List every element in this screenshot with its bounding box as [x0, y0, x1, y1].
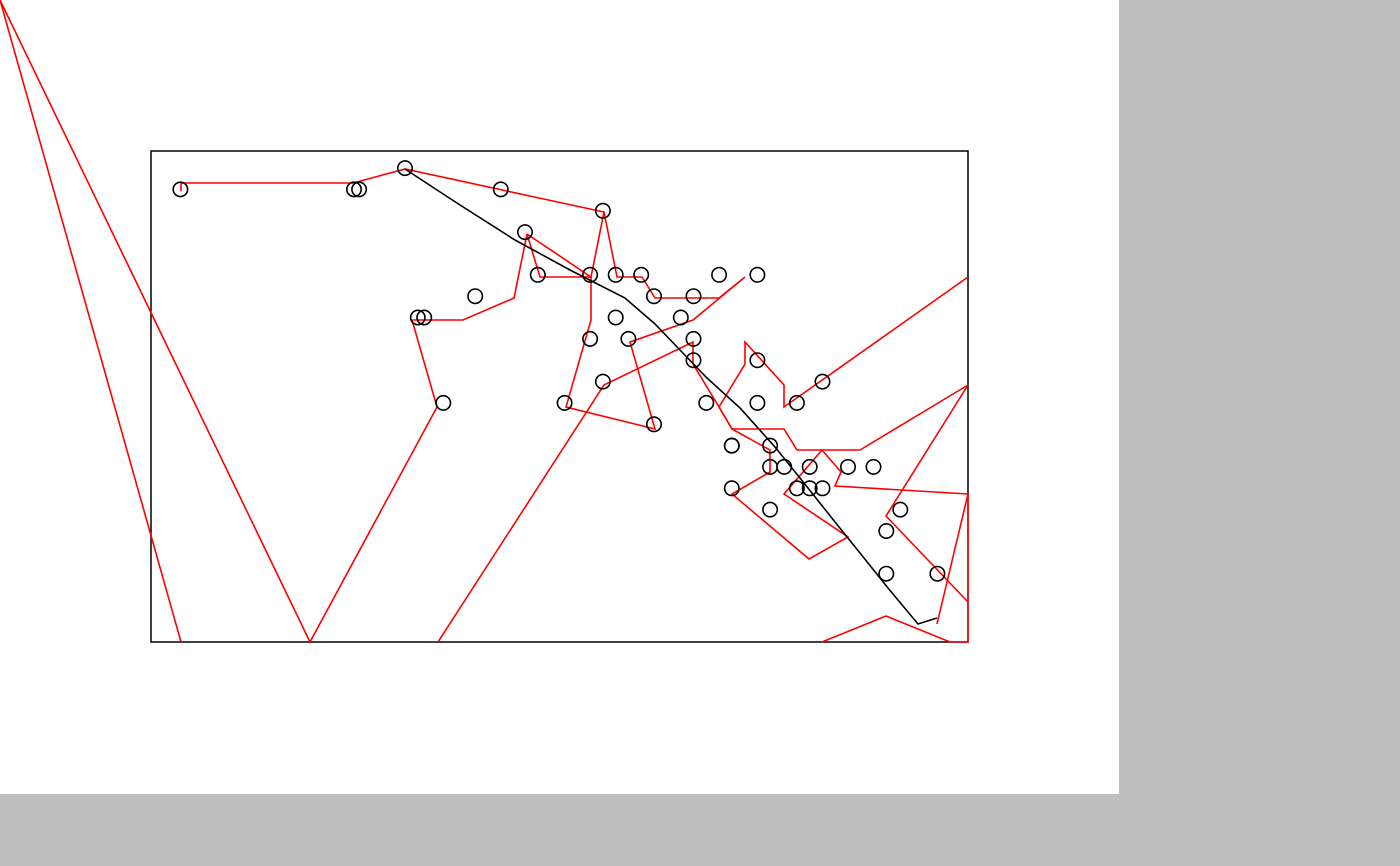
data-point	[594, 202, 611, 219]
data-point	[172, 181, 189, 198]
data-point	[865, 458, 882, 475]
path-segment-d	[821, 493, 969, 643]
data-point	[723, 437, 740, 454]
data-point	[607, 266, 624, 283]
data-point	[607, 309, 624, 326]
data-point	[685, 352, 702, 369]
plot-region-frame	[150, 150, 969, 643]
data-point	[645, 416, 662, 433]
data-point	[633, 266, 650, 283]
data-point	[788, 394, 805, 411]
data-point	[516, 224, 533, 241]
data-point	[698, 394, 715, 411]
data-point	[762, 501, 779, 518]
plot-svg	[0, 0, 969, 644]
data-point	[788, 480, 805, 497]
data-point	[594, 373, 611, 390]
data-point	[762, 458, 779, 475]
data-point	[723, 480, 740, 497]
fitted-curve-line	[404, 168, 938, 625]
data-point	[892, 501, 909, 518]
data-point	[345, 181, 362, 198]
path-segment-f	[526, 211, 605, 279]
data-point	[814, 373, 831, 390]
data-point	[814, 480, 831, 497]
data-point	[351, 181, 368, 198]
path-segment-b	[0, 0, 746, 644]
data-point	[878, 522, 895, 539]
data-points	[172, 160, 946, 582]
data-point	[409, 309, 426, 326]
path-segment-c	[437, 340, 969, 643]
data-point	[749, 352, 766, 369]
data-point	[685, 288, 702, 305]
data-point	[801, 458, 818, 475]
plot-canvas	[0, 0, 1119, 794]
path-segment-a	[0, 0, 182, 643]
data-point	[929, 565, 946, 582]
data-point	[620, 330, 637, 347]
data-point	[711, 266, 728, 283]
data-point	[749, 394, 766, 411]
connecting-path	[0, 0, 969, 644]
data-point	[396, 160, 413, 177]
path-segment-e	[718, 276, 969, 495]
data-point	[776, 458, 793, 475]
data-point	[529, 266, 546, 283]
data-point	[672, 309, 689, 326]
data-point	[749, 266, 766, 283]
data-point	[839, 458, 856, 475]
data-point	[416, 309, 433, 326]
data-point	[878, 565, 895, 582]
data-point	[492, 181, 509, 198]
data-point	[582, 266, 599, 283]
data-point	[685, 330, 702, 347]
data-point	[467, 288, 484, 305]
data-point	[435, 394, 452, 411]
data-point	[801, 480, 818, 497]
data-point	[582, 330, 599, 347]
data-point	[645, 288, 662, 305]
fitted-curve	[404, 168, 938, 625]
data-point	[762, 437, 779, 454]
data-point	[556, 394, 573, 411]
